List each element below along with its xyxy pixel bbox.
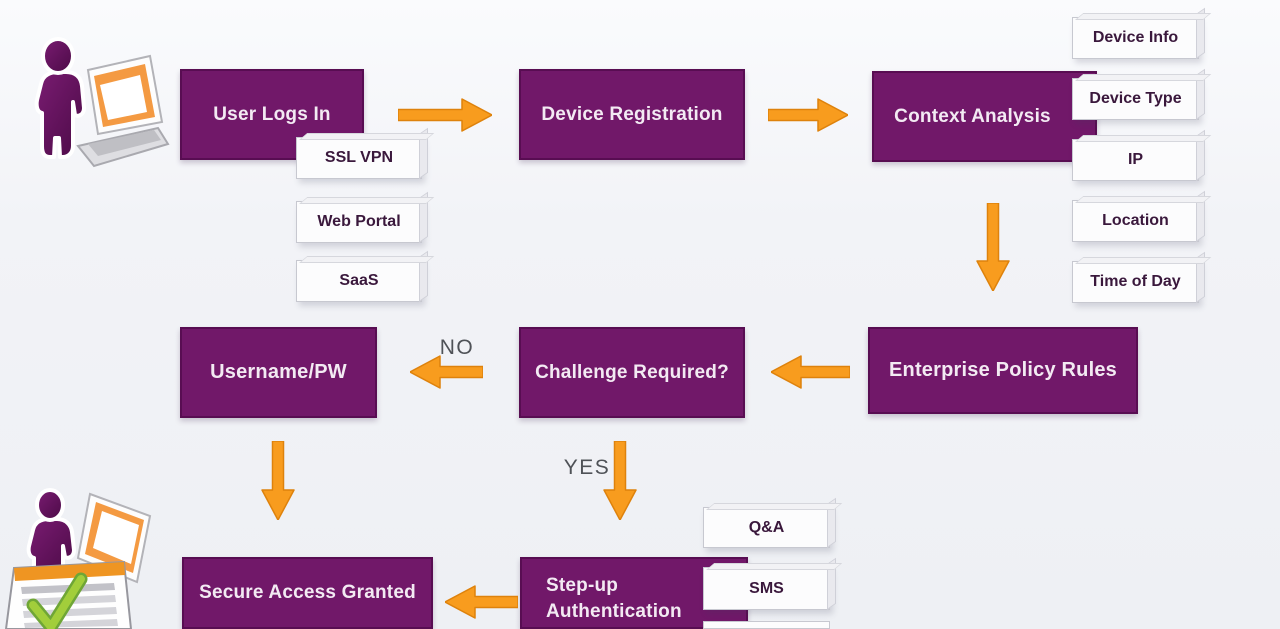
- node-challenge-required: Challenge Required?: [519, 327, 745, 418]
- arrow-yes-to-step-up: [603, 441, 637, 520]
- chip-ip: IP: [1072, 139, 1199, 181]
- arrow-device-to-context-analysis: [768, 98, 848, 132]
- chip-device-type: Device Type: [1072, 78, 1199, 120]
- person-with-laptop-icon: [34, 37, 170, 168]
- arrow-context-to-policy-rules: [976, 203, 1010, 291]
- node-context-analysis: Context Analysis: [872, 71, 1097, 162]
- arrow-user-to-device-registration: [398, 98, 492, 132]
- edge-label-no: NO: [439, 336, 475, 359]
- chip-device-info: Device Info: [1072, 17, 1199, 59]
- arrow-no-to-username-pw: [410, 355, 483, 389]
- chip-ssl-vpn: SSL VPN: [296, 137, 422, 179]
- chip-sms: SMS: [703, 567, 830, 610]
- chip-location: Location: [1072, 200, 1199, 242]
- arrow-step-up-to-secure-access: [445, 585, 518, 619]
- chip-cutoff: [703, 621, 830, 629]
- chip-saas: SaaS: [296, 260, 422, 302]
- chip-web-portal: Web Portal: [296, 201, 422, 243]
- arrow-policy-to-challenge: [771, 355, 850, 389]
- node-enterprise-policy-rules: Enterprise Policy Rules: [868, 327, 1138, 414]
- chip-qa: Q&A: [703, 507, 830, 548]
- edge-label-yes: YES: [563, 456, 611, 479]
- person-with-checklist-laptop-icon: [4, 488, 152, 629]
- node-device-registration: Device Registration: [519, 69, 745, 160]
- node-secure-access-granted: Secure Access Granted: [182, 557, 433, 629]
- node-username-pw: Username/PW: [180, 327, 377, 418]
- arrow-username-to-secure-access: [261, 441, 295, 520]
- chip-time-of-day: Time of Day: [1072, 261, 1199, 303]
